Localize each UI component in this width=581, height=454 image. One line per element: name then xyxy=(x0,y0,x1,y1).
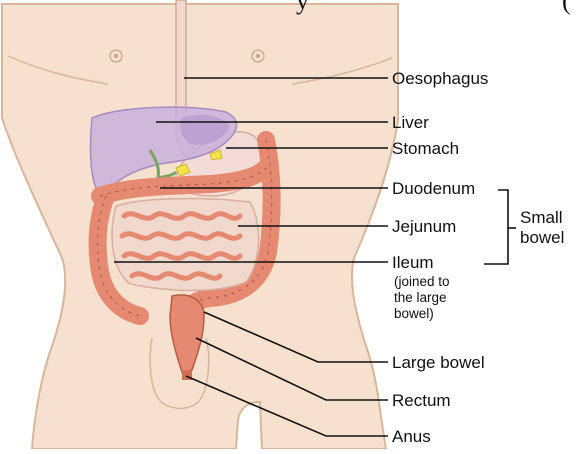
label-stomach: Stomach xyxy=(392,140,459,157)
label-rectum: Rectum xyxy=(392,392,451,409)
label-jejunum: Jejunum xyxy=(392,218,456,235)
ileum-note-line-1: (joined to xyxy=(394,274,450,290)
label-ileum-note: (joined to the large bowel) xyxy=(394,274,450,322)
label-ileum: Ileum xyxy=(392,254,434,271)
label-large-bowel: Large bowel xyxy=(392,354,485,371)
label-oesophagus: Oesophagus xyxy=(392,70,488,87)
label-small-bowel: Small bowel xyxy=(520,208,564,249)
ileum-note-line-3: bowel) xyxy=(394,306,450,322)
label-anus: Anus xyxy=(392,428,431,445)
small-bowel-bracket xyxy=(484,190,508,264)
label-liver: Liver xyxy=(392,114,429,131)
label-duodenum: Duodenum xyxy=(392,180,475,197)
header-fragment-right: ( xyxy=(562,0,571,14)
small-bowel-line-1: Small xyxy=(520,208,564,228)
header-fragment-left: y xyxy=(296,0,309,14)
small-bowel-line-2: bowel xyxy=(520,228,564,248)
ileum-note-line-2: the large xyxy=(394,290,450,306)
